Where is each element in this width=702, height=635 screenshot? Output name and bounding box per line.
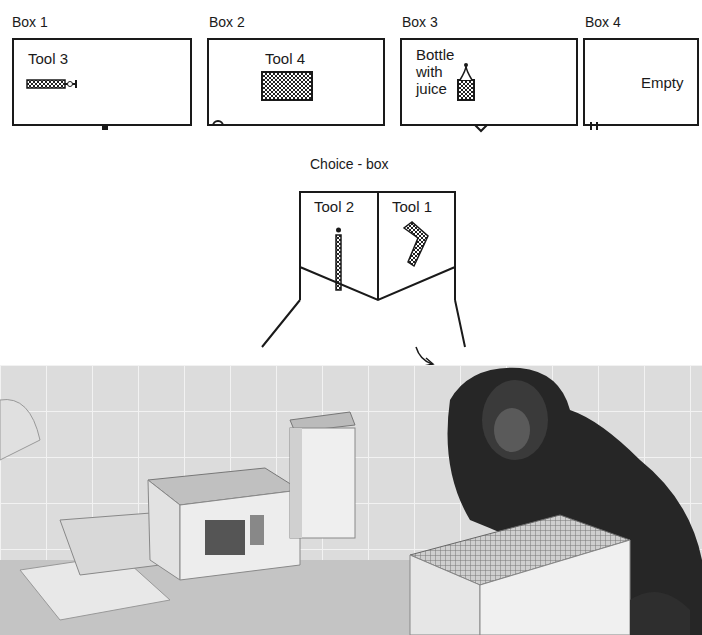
box-label: Tool 2: [314, 198, 374, 215]
tool-icon: [68, 82, 73, 87]
box-heading: Box 1: [12, 14, 92, 31]
choice-box-outline: [300, 192, 455, 347]
box-heading: Box 4: [585, 14, 665, 31]
box-label: Bottle with juice: [416, 46, 476, 97]
box-label: Empty: [641, 74, 701, 91]
box-heading: Box 2: [209, 14, 289, 31]
box-heading: Choice - box: [310, 156, 430, 173]
box: Box 3Bottle with juice: [400, 38, 578, 126]
compartment: Tool 1: [378, 192, 455, 272]
bottle-icon: [458, 80, 474, 100]
box-label: Tool 3: [28, 50, 128, 67]
outline-path: [262, 192, 465, 347]
tool-icon: [65, 80, 76, 88]
bottle-icon: [460, 66, 472, 80]
box: Box 1Tool 3: [12, 38, 192, 126]
photograph: [0, 365, 702, 635]
tool-icon: [262, 72, 312, 100]
tool-icon: [404, 222, 428, 266]
box: Box 4Empty: [583, 38, 699, 126]
box-heading: Box 3: [402, 14, 482, 31]
door-arrow: [424, 358, 433, 366]
compartment: Tool 2: [300, 192, 378, 272]
choice-box: Choice - boxTool 2Tool 1: [300, 192, 455, 347]
tool-icon: [27, 80, 65, 88]
box-label: Tool 4: [265, 50, 365, 67]
notch: [591, 122, 597, 130]
box-label: Tool 1: [392, 198, 452, 215]
box: Box 2Tool 4: [207, 38, 385, 126]
bottle-icon: [464, 63, 468, 67]
tool-icon: [336, 228, 341, 233]
